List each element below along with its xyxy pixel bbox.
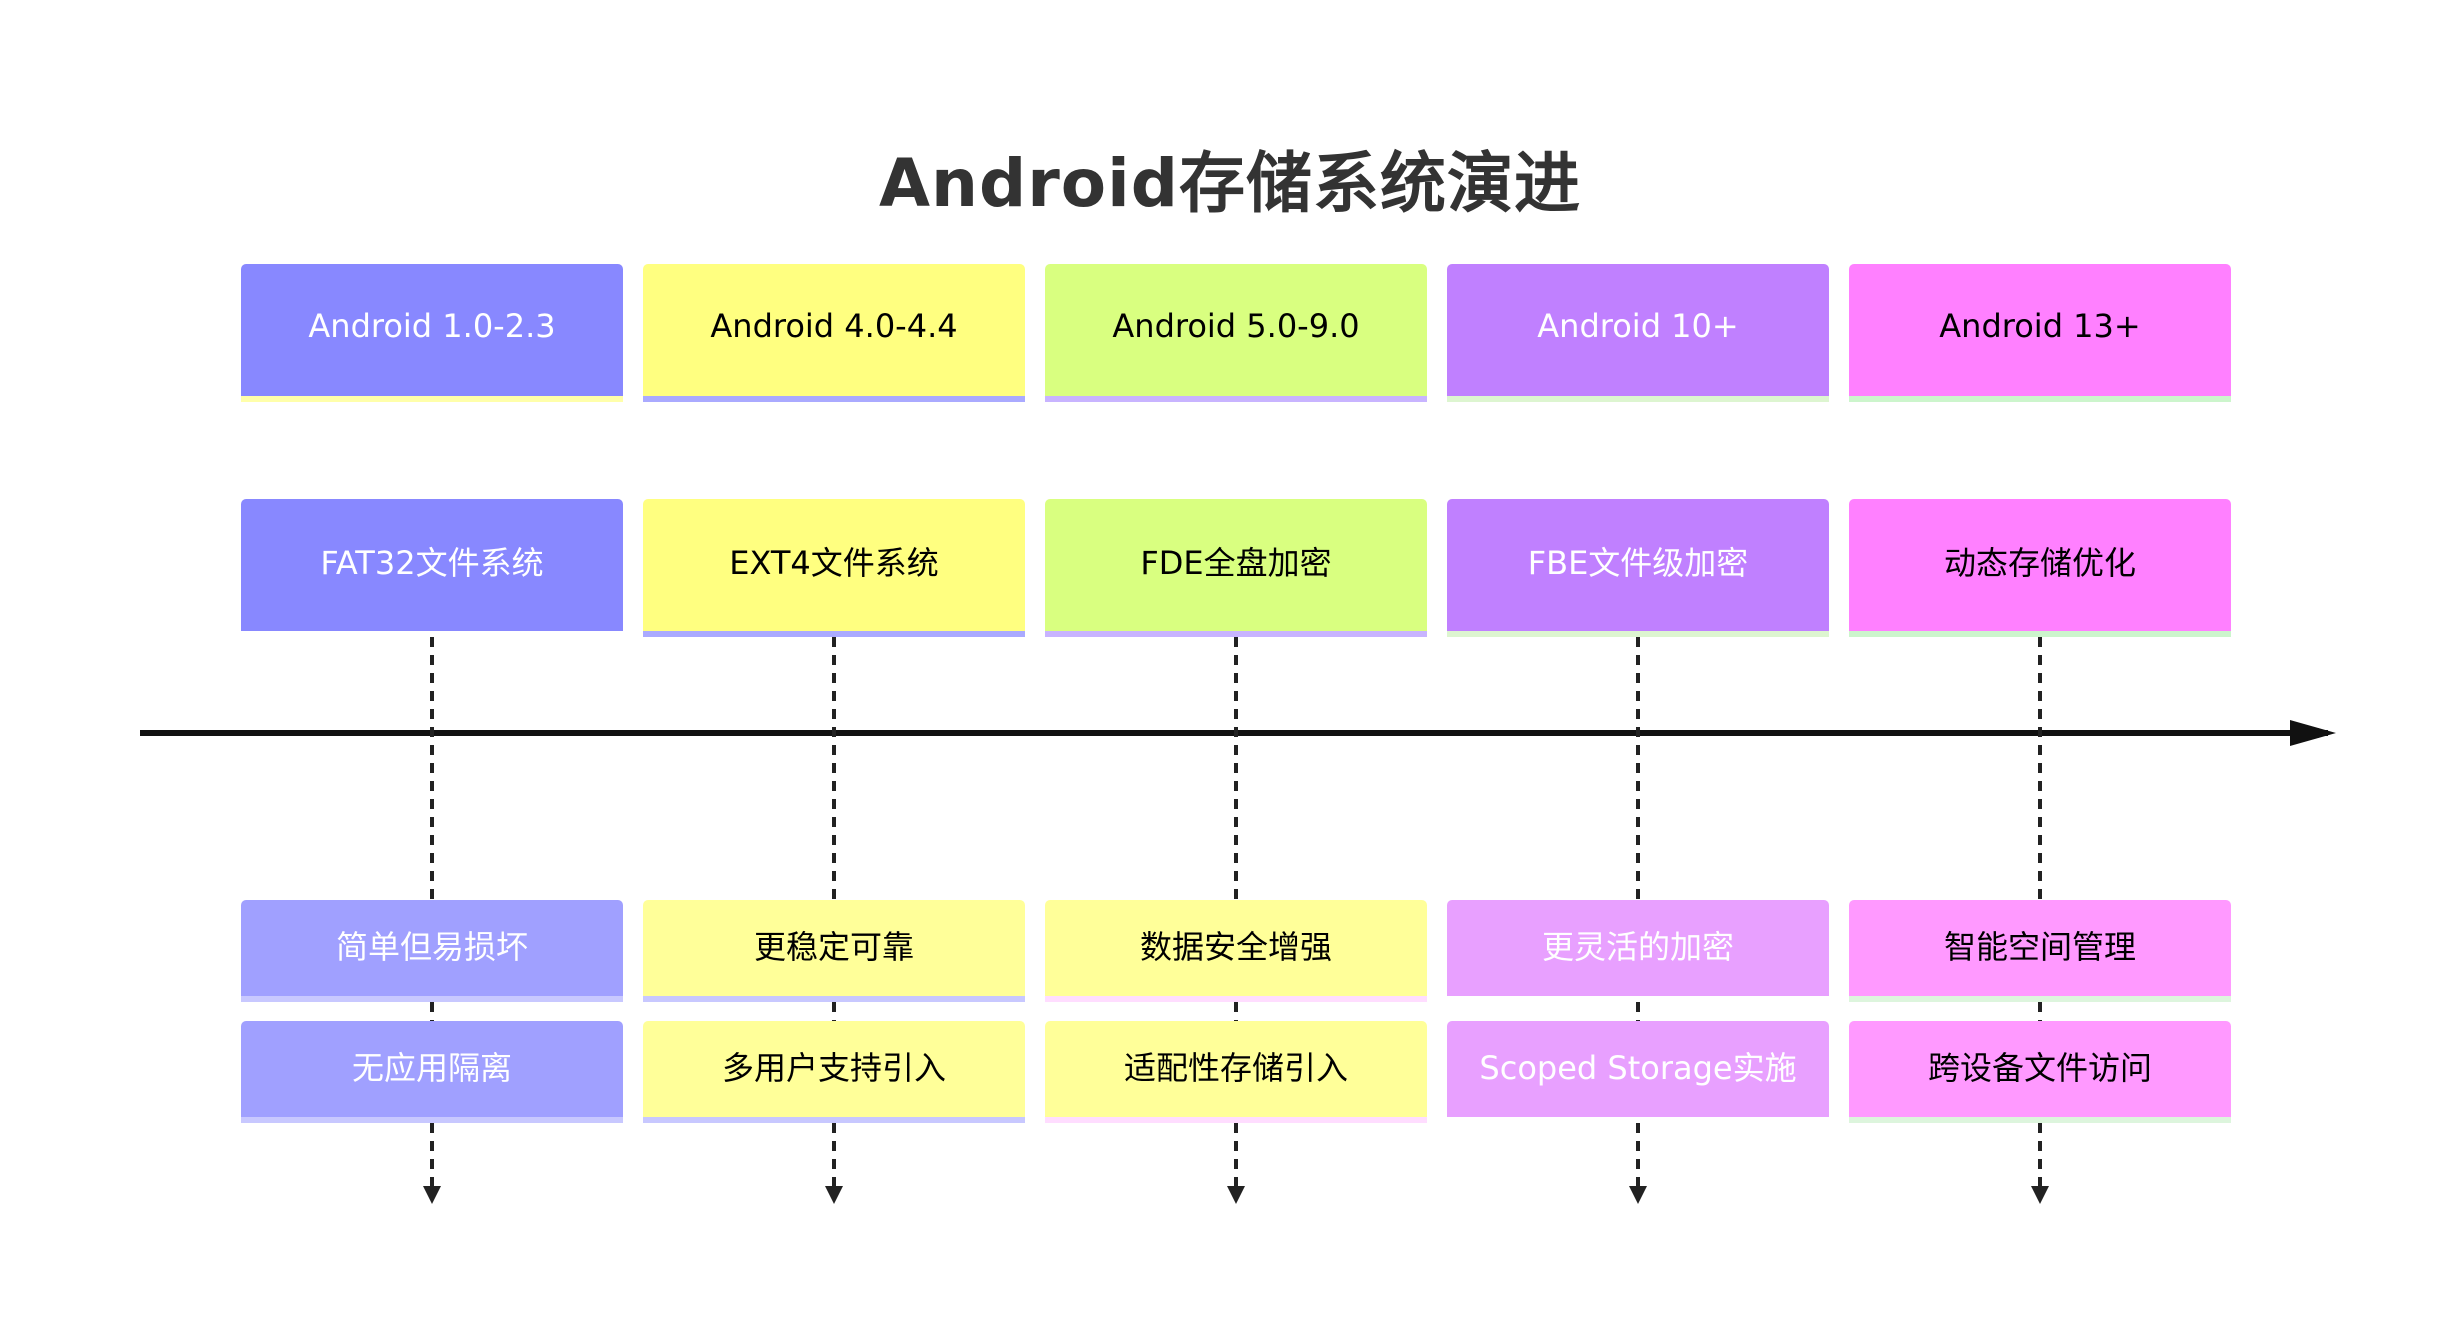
detail-box: 简单但易损坏 <box>241 900 623 1002</box>
detail-box: 无应用隔离 <box>241 1021 623 1123</box>
detail-box: 更稳定可靠 <box>643 900 1025 1002</box>
event-box: FBE文件级加密 <box>1447 499 1829 637</box>
connector-arrowhead <box>2031 1186 2049 1204</box>
period-box-label: Android 1.0-2.3 <box>308 307 556 345</box>
period-box: Android 13+ <box>1849 264 2231 402</box>
period-box: Android 10+ <box>1447 264 1829 402</box>
detail-box-label: 适配性存储引入 <box>1123 1049 1348 1087</box>
period-box: Android 5.0-9.0 <box>1045 264 1427 402</box>
detail-box-label: 多用户支持引入 <box>721 1049 946 1087</box>
period-box: Android 4.0-4.4 <box>643 264 1025 402</box>
detail-box: 多用户支持引入 <box>643 1021 1025 1123</box>
detail-box: 智能空间管理 <box>1849 900 2231 1002</box>
detail-box-label: Scoped Storage实施 <box>1479 1049 1797 1087</box>
event-box-label: FAT32文件系统 <box>320 544 544 582</box>
connector-arrowhead <box>423 1186 441 1204</box>
event-box: EXT4文件系统 <box>643 499 1025 637</box>
detail-box-label: 数据安全增强 <box>1139 928 1332 966</box>
detail-box: 跨设备文件访问 <box>1849 1021 2231 1123</box>
period-box-label: Android 4.0-4.4 <box>710 307 958 345</box>
event-box: FAT32文件系统 <box>241 499 623 637</box>
detail-box: 适配性存储引入 <box>1045 1021 1427 1123</box>
diagram-title: Android存储系统演进 <box>878 145 1582 222</box>
timeline-column: Android 13+ 动态存储优化智能空间管理跨设备文件访问 <box>1849 0 2231 1334</box>
event-box-label: EXT4文件系统 <box>729 544 939 582</box>
detail-box-label: 跨设备文件访问 <box>1927 1049 2152 1087</box>
detail-box-label: 更灵活的加密 <box>1541 928 1734 966</box>
detail-box: Scoped Storage实施 <box>1447 1021 1829 1123</box>
event-box: FDE全盘加密 <box>1045 499 1427 637</box>
connector-arrowhead <box>1629 1186 1647 1204</box>
event-box-label: FDE全盘加密 <box>1140 544 1332 582</box>
timeline-column: Android 10+ FBE文件级加密更灵活的加密 Scoped Storage实… <box>1447 0 1829 1334</box>
event-box-label: FBE文件级加密 <box>1527 544 1749 582</box>
timeline-axis-arrowhead <box>2290 720 2336 746</box>
detail-box: 数据安全增强 <box>1045 900 1427 1002</box>
connector-arrowhead <box>825 1186 843 1204</box>
event-box-label: 动态存储优化 <box>1943 544 2136 582</box>
period-box-label: Android 10+ <box>1537 307 1739 345</box>
detail-box: 更灵活的加密 <box>1447 900 1829 1002</box>
detail-box-label: 更稳定可靠 <box>753 928 914 966</box>
event-box: 动态存储优化 <box>1849 499 2231 637</box>
detail-box-label: 无应用隔离 <box>351 1049 512 1087</box>
period-box-label: Android 5.0-9.0 <box>1112 307 1360 345</box>
period-box-label: Android 13+ <box>1939 307 2141 345</box>
connector-arrowhead <box>1227 1186 1245 1204</box>
period-box: Android 1.0-2.3 <box>241 264 623 402</box>
detail-box-label: 简单但易损坏 <box>335 928 528 966</box>
detail-box-label: 智能空间管理 <box>1943 928 2136 966</box>
